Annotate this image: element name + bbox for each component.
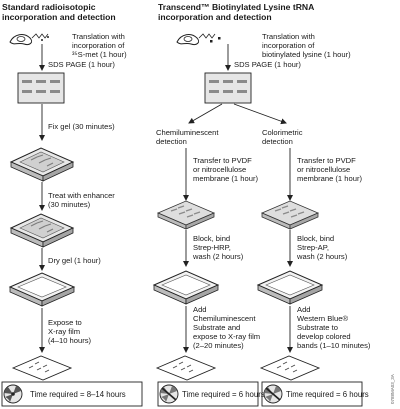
chemi-add-text: Add Chemiluminescent Substrate and expos… [193, 305, 261, 350]
split-arrow-right [233, 103, 287, 125]
color-membrane-icon [261, 200, 319, 230]
color-membrane-result-icon [260, 355, 320, 381]
no-radiation-icon [263, 384, 283, 404]
fix-gel-tray-icon [10, 147, 74, 182]
right-sds-gel-icon [204, 72, 252, 104]
chemi-block-text: Block, bind Strep-HRP, wash (2 hours) [193, 234, 244, 261]
right-translation-text: Translation with incorporation of biotin… [262, 32, 351, 59]
color-tray-icon [257, 270, 323, 305]
color-transfer-text: Transfer to PVDF or nitrocellulose membr… [297, 156, 362, 183]
chemi-membrane-icon [157, 200, 215, 230]
right-sds-page-text: SDS PAGE (1 hour) [234, 60, 301, 69]
sds-gel-icon [17, 72, 65, 104]
right-tube-icon [176, 33, 221, 46]
color-add-text: Add Western Blue® Substrate to develop c… [297, 305, 371, 350]
left-sds-page-text: SDS PAGE (1 hour) [48, 60, 115, 69]
left-translation-text: Translation with incorporation of ³⁵S-me… [72, 32, 127, 59]
left-time-box [1, 381, 143, 407]
color-block-text: Block, bind Strep-AP, wash (2 hours) [297, 234, 348, 261]
enhancer-tray-icon [10, 213, 74, 248]
no-radiation-icon [159, 384, 179, 404]
chemi-film-icon [156, 355, 216, 381]
expose-xray-text: Expose to X-ray film (4–10 hours) [48, 318, 92, 345]
treat-enhancer-text: Treat with enhancer (30 minutes) [48, 191, 115, 209]
left-tube-icon [9, 33, 49, 46]
chemi-time-text: Time required = 6 hours [182, 390, 265, 399]
dry-gel-icon [9, 272, 75, 307]
left-title: Standard radioisotopic incorporation and… [2, 2, 116, 22]
left-time-text: Time required = 8–14 hours [30, 390, 126, 399]
color-head-text: Colorimetric detection [262, 128, 303, 146]
fix-gel-text: Fix gel (30 minutes) [48, 122, 115, 131]
radiation-icon [3, 384, 23, 404]
xray-film-icon [12, 355, 72, 381]
right-title: Transcend™ Biotinylated Lysine tRNA inco… [158, 2, 315, 22]
chemi-transfer-text: Transfer to PVDF or nitrocellulose membr… [193, 156, 258, 183]
split-arrow-left [188, 103, 223, 124]
dry-gel-text: Dry gel (1 hour) [48, 256, 101, 265]
color-time-text: Time required = 6 hours [286, 390, 369, 399]
figure-code: 0788MA03_3A [390, 374, 395, 404]
chemi-tray-icon [153, 270, 219, 305]
chemi-head-text: Chemiluminescent detection [156, 128, 219, 146]
